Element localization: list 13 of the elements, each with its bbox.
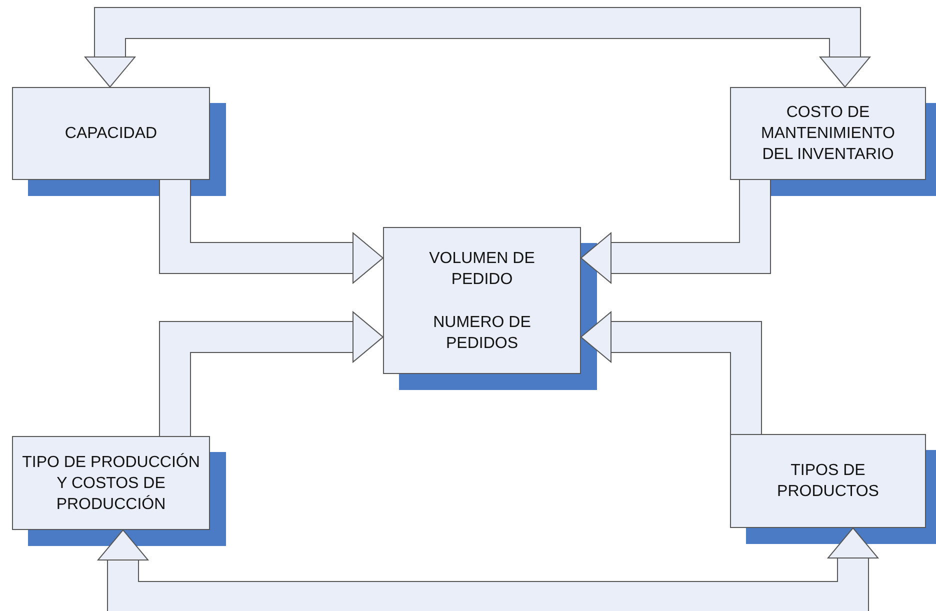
box-label: VOLUMEN DE PEDIDO xyxy=(428,248,536,290)
box-label: CAPACIDAD xyxy=(64,124,158,144)
process-box xyxy=(383,227,581,374)
block-arrow xyxy=(96,527,880,611)
block-arrow xyxy=(580,180,771,284)
block-arrow xyxy=(159,310,384,436)
box-label: NUMERO DE PEDIDOS xyxy=(432,312,532,354)
box-label: COSTO DE MANTENIMIENTO DEL INVENTARIO xyxy=(760,103,896,165)
box-label: TIPO DE PRODUCCIÓN Y COSTOS DE PRODUCCIÓN xyxy=(21,452,201,514)
block-arrow xyxy=(84,7,872,88)
block-arrow xyxy=(159,180,384,284)
box-label: TIPOS DE PRODUCTOS xyxy=(776,461,880,502)
block-arrow xyxy=(580,310,762,434)
